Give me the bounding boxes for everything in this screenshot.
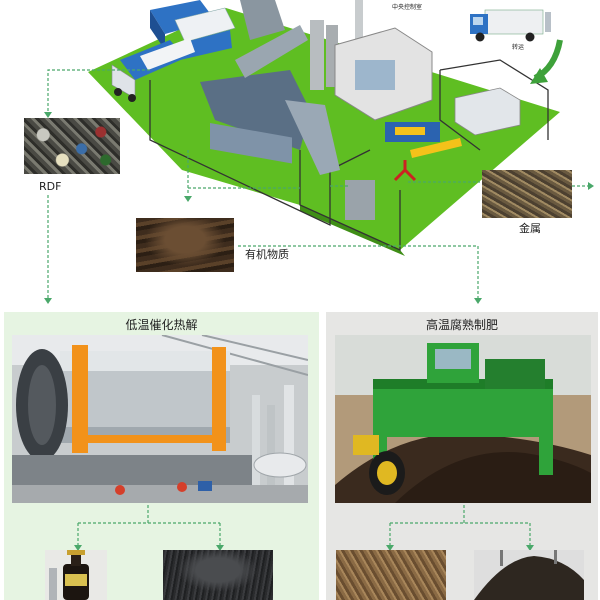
plant-diagram (44, 0, 594, 304)
left-branch-lines (74, 505, 224, 551)
organic-label: 有机物质 (242, 248, 292, 262)
right-branch-lines (386, 505, 534, 551)
rdf-label: RDF (36, 180, 65, 194)
organic-photo (136, 218, 234, 272)
composting-photo (335, 335, 591, 503)
metal-photo (482, 170, 572, 218)
pyrolysis-title: 低温催化热解 (125, 318, 198, 332)
compost-dark-photo (474, 550, 584, 600)
oil-photo (45, 550, 107, 600)
control-room-label: 中央控制室 (392, 4, 423, 11)
metal-label: 金属 (516, 222, 544, 236)
truck-caption: 转运 (512, 44, 525, 51)
pyrolysis-photo (12, 335, 308, 503)
rdf-photo (24, 118, 120, 174)
garbage-truck (470, 9, 551, 42)
composting-title: 高温腐熟制肥 (425, 318, 498, 332)
carbon-black-photo (163, 550, 273, 600)
compost-light-photo (336, 550, 446, 600)
